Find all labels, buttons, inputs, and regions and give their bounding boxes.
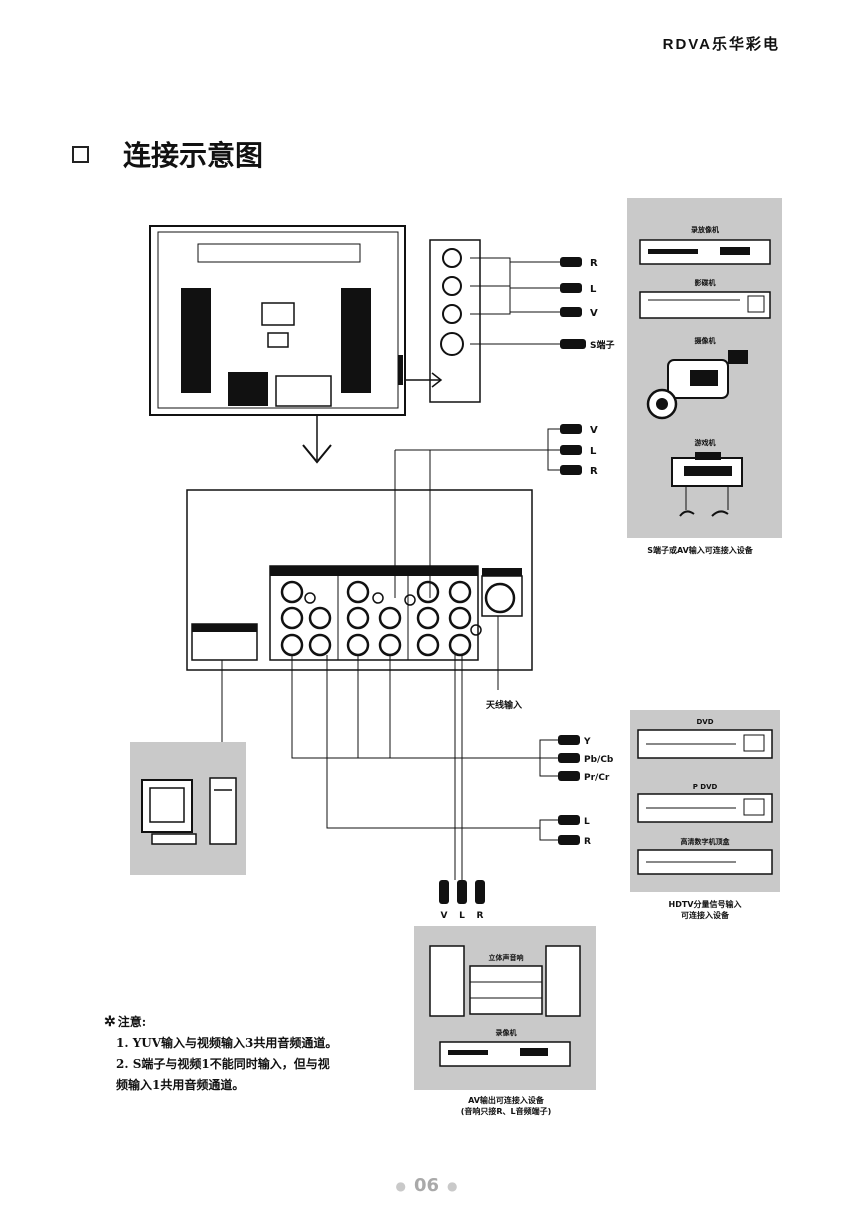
plug-label-r: R [590, 258, 598, 269]
game-console-icon [671, 452, 743, 517]
computer-device [130, 742, 246, 875]
device-label-stereo: 立体声音响 [489, 953, 524, 962]
plug-label-s-video: S端子 [590, 339, 614, 351]
device-label-settop-box: 高清数字机顶盒 [681, 837, 731, 846]
device-group-bottom-caption-1: AV输出可连接入设备 [468, 1095, 545, 1105]
plug-label-l: L [590, 284, 597, 295]
component-plugs [558, 735, 580, 845]
device-group-right-caption-1: HDTV分量信号输入 [669, 899, 742, 909]
rca-label-l: L [459, 911, 465, 921]
page-number: ●06● [395, 1175, 458, 1196]
brand-logo: RDVA乐华彩电 [662, 36, 780, 53]
av-out-label-v: V [590, 425, 598, 436]
rear-terminal-board [186, 489, 533, 671]
device-label-vcr-bottom: 录像机 [496, 1028, 517, 1037]
av-out-label-l: L [590, 446, 597, 457]
component-label-pb: Pb/Cb [584, 755, 614, 765]
device-label-disc-player: 影碟机 [695, 278, 716, 287]
device-group-bottom [414, 926, 596, 1090]
rca-label-r: R [477, 911, 484, 921]
av-out-label-r: R [590, 466, 598, 477]
component-label-y: Y [583, 737, 591, 747]
side-input-panel [429, 239, 560, 403]
note-line-1: 1. YUV输入与视频输入3共用音频通道。 [116, 1036, 338, 1050]
component-label-l: L [584, 817, 590, 827]
device-label-game-console: 游戏机 [695, 438, 716, 447]
tv-back-view [149, 225, 406, 416]
lightbulb-icon: ✲ [104, 1014, 116, 1030]
device-group-bottom-caption-2: (音响只接R、L音频端子) [461, 1106, 552, 1116]
device-group-right [630, 710, 780, 892]
device-group-top [627, 198, 782, 538]
side-input-plugs [560, 257, 586, 349]
section-heading: 连接示意图 [72, 134, 263, 174]
page-number-value: 06 [413, 1175, 440, 1196]
page-title: 连接示意图 [123, 139, 264, 172]
component-label-pr: Pr/Cr [584, 773, 610, 783]
note-line-3: 频输入1共用音频通道。 [116, 1078, 245, 1092]
note-title: 注意: [117, 1015, 147, 1029]
plug-label-v: V [590, 308, 598, 319]
antenna-input-label: 天线输入 [486, 699, 522, 711]
device-label-camcorder: 摄像机 [695, 336, 716, 345]
device-group-top-caption: S端子或AV输入可连接入设备 [647, 545, 754, 555]
device-group-right-caption-2: 可连接入设备 [681, 910, 730, 920]
note-box: ✲ 注意: 1. YUV输入与视频输入3共用音频通道。 2. S端子与视频1不能… [104, 1012, 337, 1096]
component-wires [221, 655, 558, 880]
rca-plugs [439, 880, 485, 904]
note-line-2: 2. S端子与视频1不能同时输入，但与视 [116, 1057, 330, 1071]
checkbox-icon [72, 145, 89, 163]
component-label-r: R [584, 837, 591, 847]
device-label-pdvd: P DVD [693, 783, 718, 791]
device-label-dvd: DVD [696, 718, 713, 726]
rca-label-v: V [441, 911, 448, 921]
device-label-vcr: 录放像机 [691, 225, 719, 234]
camcorder-icon [646, 350, 748, 420]
